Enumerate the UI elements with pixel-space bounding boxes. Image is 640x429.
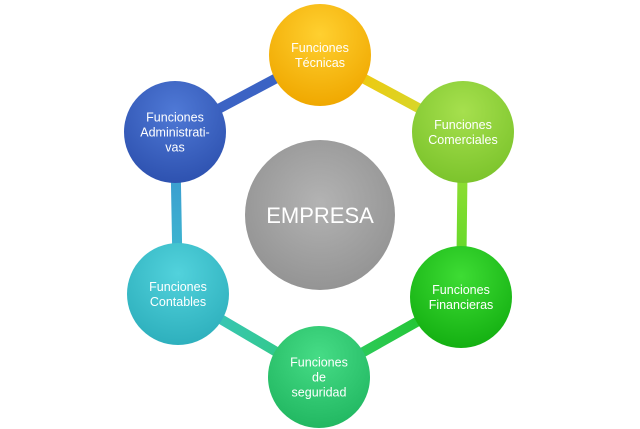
node-circle: [412, 81, 514, 183]
node-circle: [269, 4, 371, 106]
node-label-line: Funciones: [432, 283, 490, 297]
function-nodes: FuncionesTécnicasFuncionesComercialesFun…: [124, 4, 514, 428]
node-circle: [268, 326, 370, 428]
node-label-line: Financieras: [429, 298, 494, 312]
node-circle: [127, 243, 229, 345]
node-label-line: Técnicas: [295, 56, 345, 70]
center-circle: [245, 140, 395, 290]
node-label-line: Funciones: [146, 111, 204, 125]
node-label-line: seguridad: [292, 386, 347, 400]
node-label-line: Funciones: [149, 280, 207, 294]
node-label-line: Funciones: [291, 41, 349, 55]
node-label-line: Contables: [150, 295, 206, 309]
node-label-line: Administrati-: [140, 126, 209, 140]
node-label-line: Funciones: [434, 118, 492, 132]
node-label-line: Comerciales: [428, 133, 497, 147]
node-label-line: de: [312, 371, 326, 385]
node-circle: [124, 81, 226, 183]
center-label: EMPRESA: [266, 203, 374, 228]
node-label-line: vas: [165, 141, 184, 155]
node-label-line: Funciones: [290, 356, 348, 370]
node-circle: [410, 246, 512, 348]
center-node: EMPRESA: [245, 140, 395, 290]
